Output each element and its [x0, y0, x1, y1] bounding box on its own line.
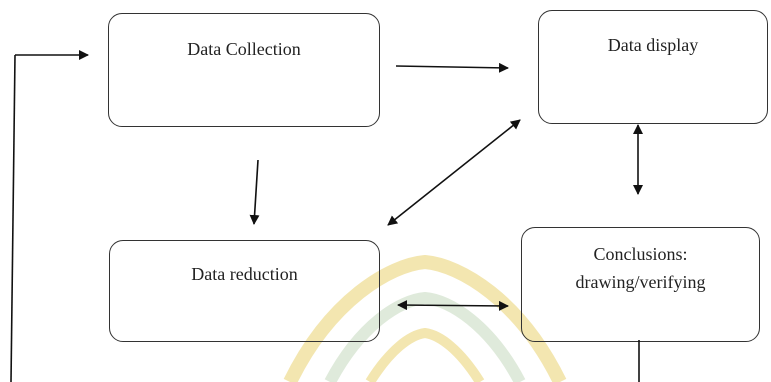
- data-display-box: Data display: [538, 10, 768, 124]
- data-collection-label: Data Collection: [187, 39, 301, 59]
- conclusions-box: Conclusions: drawing/verifying: [521, 227, 760, 342]
- data-collection-box: Data Collection: [108, 13, 380, 127]
- data-reduction-box: Data reduction: [109, 240, 380, 342]
- data-reduction-label: Data reduction: [191, 264, 298, 284]
- conclusions-label-line2: drawing/verifying: [575, 271, 706, 292]
- watermark-arch-inner: [324, 291, 526, 382]
- watermark-arch-outer: [283, 254, 567, 382]
- conclusions-label-line1: Conclusions:: [593, 244, 688, 264]
- data-display-label: Data display: [607, 35, 699, 55]
- watermark-arch-core: [365, 327, 485, 382]
